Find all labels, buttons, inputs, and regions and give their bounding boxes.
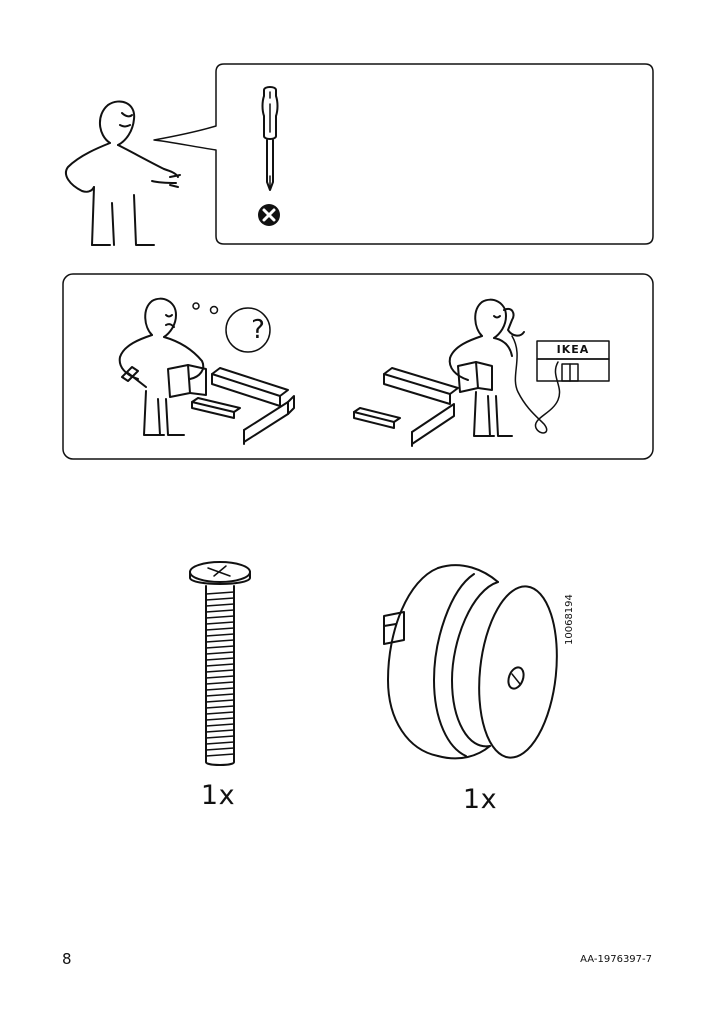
thought-bubbles xyxy=(192,302,271,353)
store-sign: IKEA xyxy=(556,343,590,356)
help-panel-box xyxy=(62,273,654,460)
knob-quantity: 1x xyxy=(462,784,498,815)
bolt-quantity: 1x xyxy=(200,780,236,811)
ikea-store-icon xyxy=(536,340,610,382)
plank-parts-left xyxy=(191,367,295,445)
man-calling-illustration xyxy=(448,298,561,437)
page-number: 8 xyxy=(62,950,72,968)
article-number: 10068194 xyxy=(564,594,575,645)
phillips-screwdriver-icon xyxy=(261,86,279,191)
confused-man-illustration xyxy=(118,297,207,436)
document-code: AA-1976397-7 xyxy=(580,954,652,965)
not-allowed-icon xyxy=(258,204,280,226)
tool-callout-box xyxy=(153,63,654,245)
knob-part xyxy=(383,564,558,760)
plank-parts-right xyxy=(353,367,459,447)
question-mark: ? xyxy=(251,315,265,345)
bolt-part xyxy=(189,561,251,766)
pointing-man-illustration xyxy=(64,100,181,246)
